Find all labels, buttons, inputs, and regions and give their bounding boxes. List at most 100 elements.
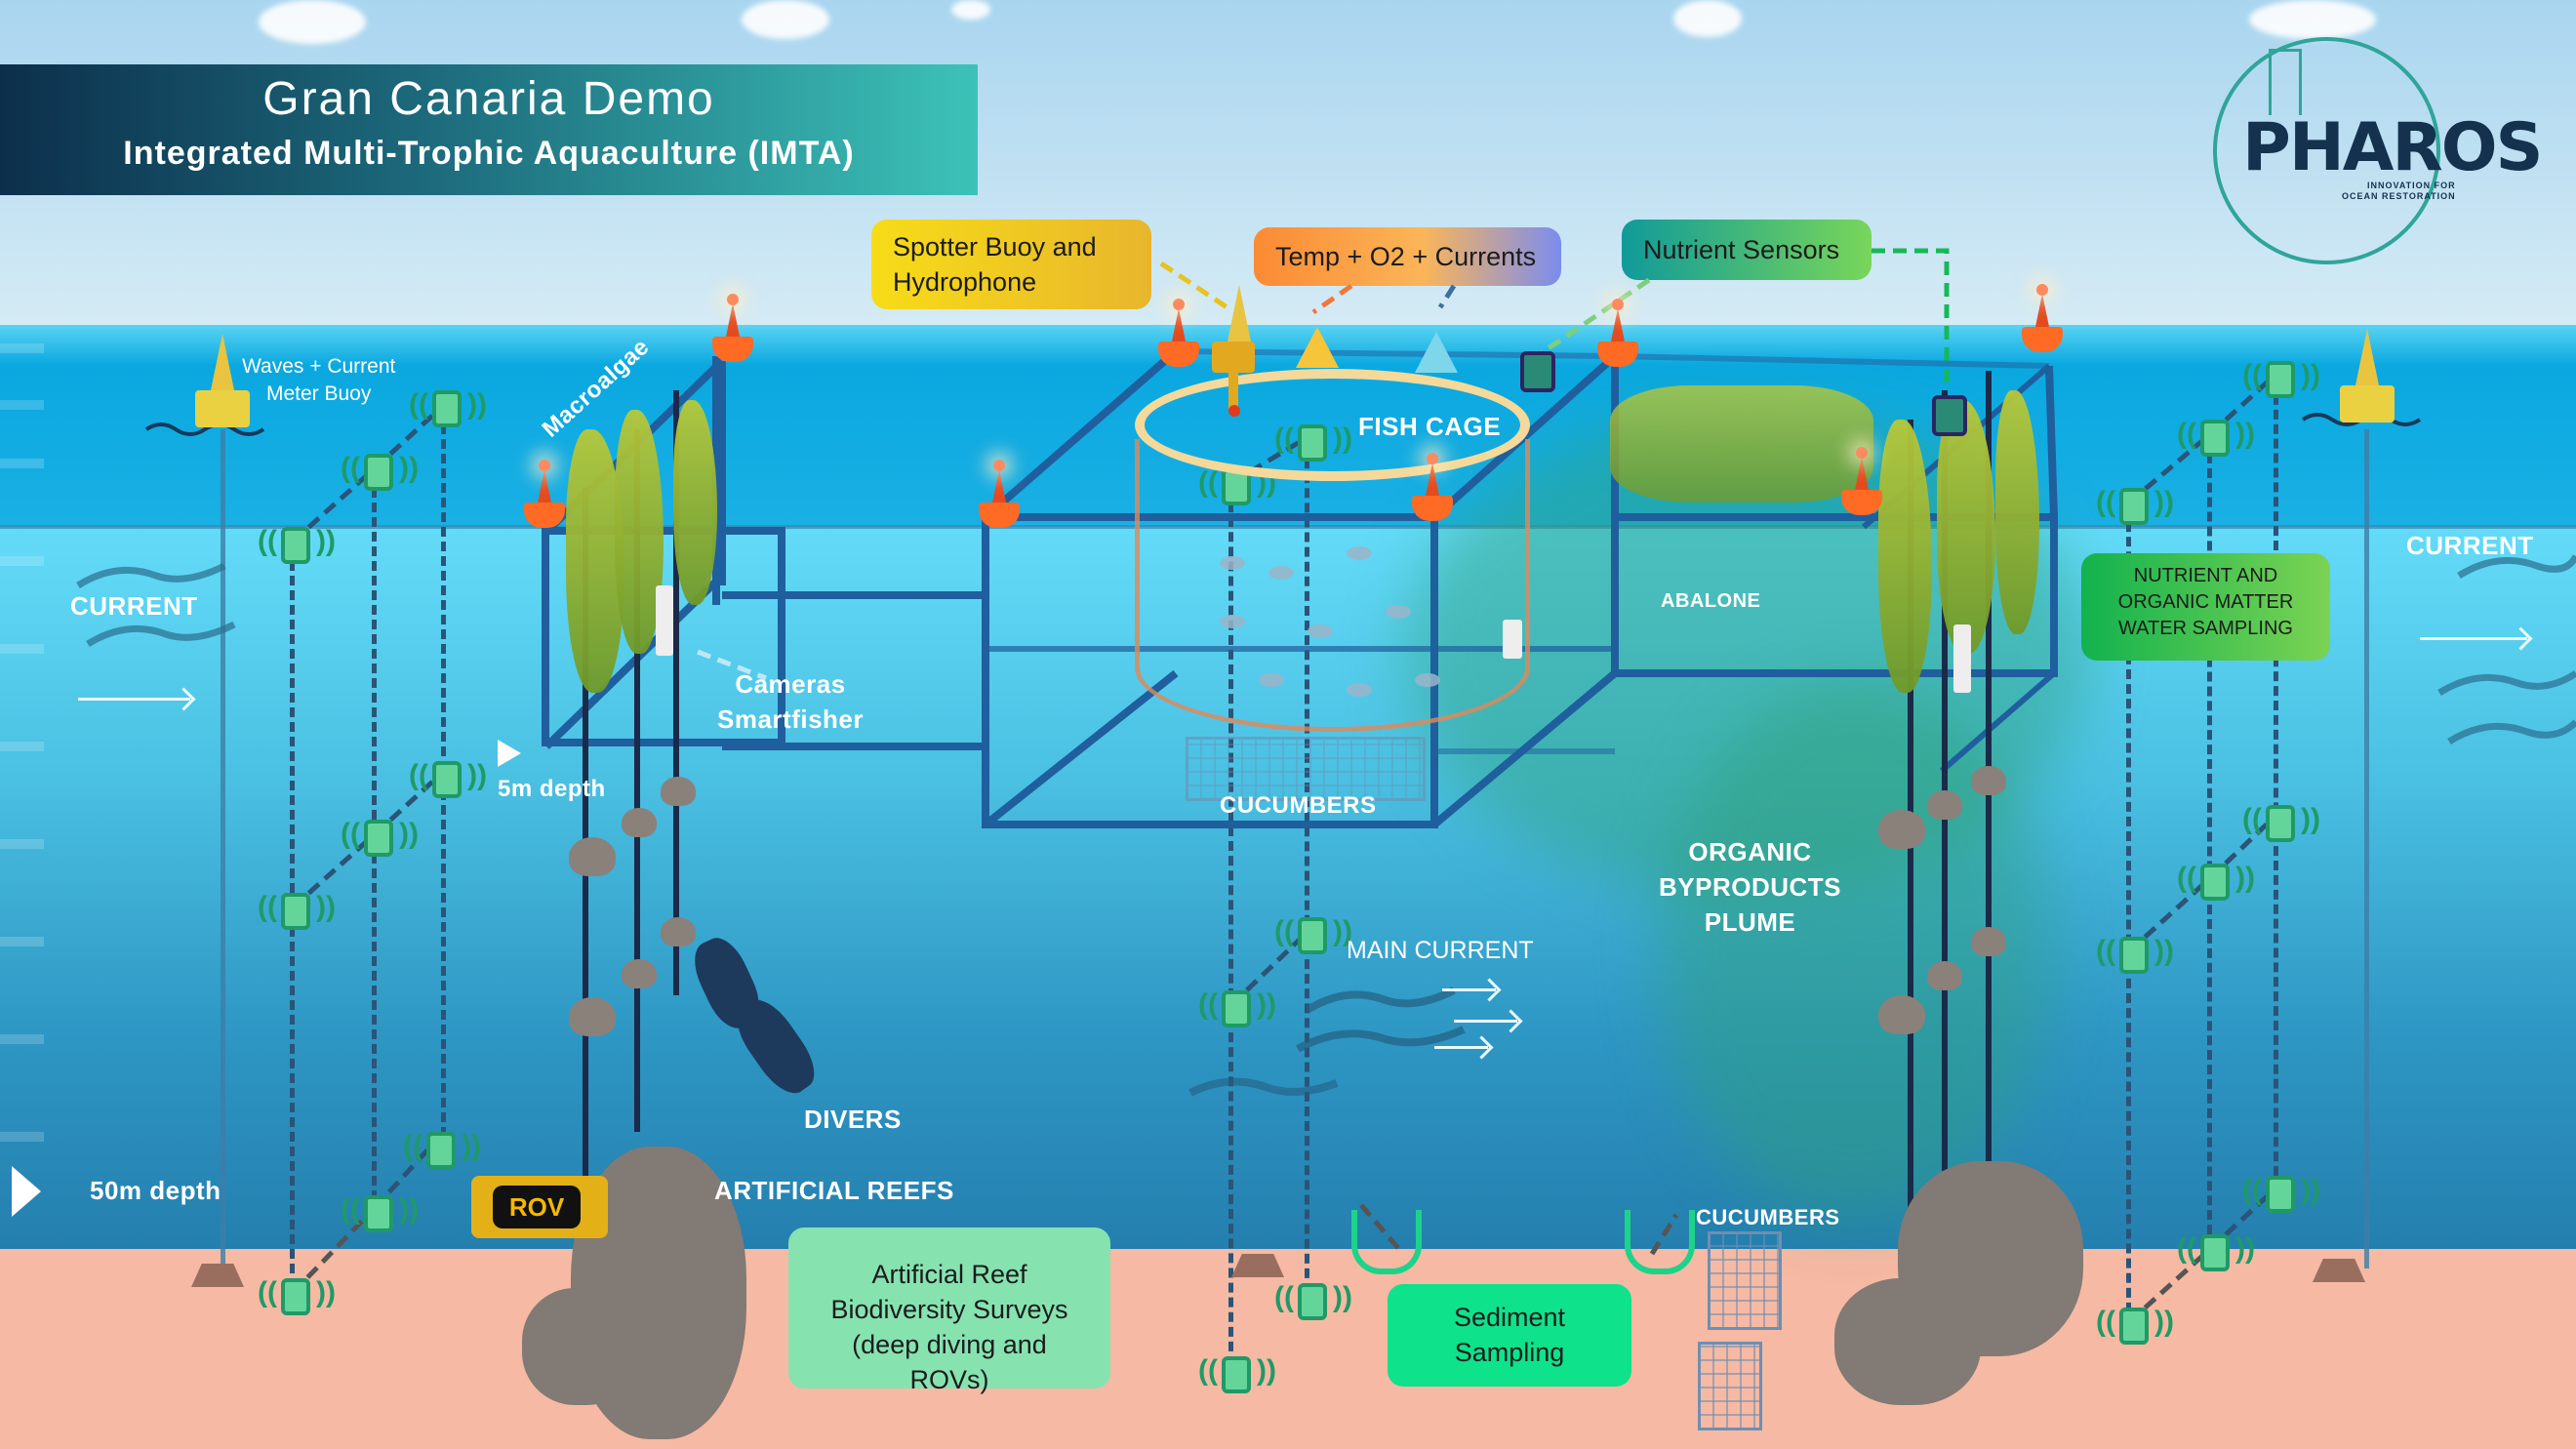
depth-tick bbox=[0, 742, 44, 751]
macroalgae-kelp bbox=[615, 410, 664, 654]
thermometer-icon bbox=[1296, 327, 1339, 368]
artificial-reef bbox=[522, 1288, 639, 1405]
chain-link bbox=[2208, 816, 2275, 880]
fish bbox=[1220, 615, 1245, 628]
hydrophone-tip bbox=[1228, 405, 1240, 417]
depth-tick bbox=[0, 1132, 44, 1142]
leader-nutrient bbox=[1535, 277, 1651, 359]
mooring-line bbox=[1228, 488, 1233, 1366]
anchor-weight-icon bbox=[2313, 1259, 2365, 1282]
current-arrow-icon bbox=[78, 698, 190, 701]
current-wave bbox=[1305, 986, 1456, 1014]
sediment-grab-icon bbox=[1625, 1210, 1695, 1274]
depth-chevron-icon bbox=[12, 1166, 41, 1217]
chain-link bbox=[291, 832, 377, 909]
reef-surveys-line3: (deep diving and ROVs) bbox=[852, 1330, 1047, 1394]
buoy-icon bbox=[1158, 299, 1199, 367]
current-wave bbox=[1296, 1026, 1466, 1053]
cloud bbox=[951, 0, 990, 20]
fish-cage-net bbox=[1135, 439, 1530, 732]
cameras-label-1: Cameras bbox=[735, 669, 846, 699]
rock-weight bbox=[622, 808, 657, 837]
current-left-label: CURRENT bbox=[70, 591, 198, 621]
logo-tagline-1: INNOVATION FOR bbox=[2367, 181, 2456, 190]
acoustic-receiver-icon bbox=[2177, 1232, 2255, 1271]
acoustic-receiver-icon bbox=[2096, 486, 2174, 525]
chain-link bbox=[291, 1206, 377, 1295]
callout-water-sampling: NUTRIENT AND ORGANIC MATTER WATER SAMPLI… bbox=[2081, 553, 2330, 661]
main-current-arrow-icon bbox=[1442, 988, 1496, 991]
rock-weight bbox=[1971, 766, 2006, 795]
frame-edge bbox=[2045, 365, 2058, 518]
depth-tick bbox=[0, 343, 44, 353]
chain-link bbox=[2127, 1247, 2212, 1324]
leader-nutrient-right bbox=[1872, 248, 1950, 390]
frame-edge bbox=[983, 669, 1179, 828]
leader-cameras bbox=[697, 649, 767, 681]
rock-weight bbox=[1971, 927, 2006, 956]
fish bbox=[1347, 546, 1372, 560]
depth-50m-label: 50m depth bbox=[90, 1176, 221, 1205]
depth-tick bbox=[0, 1034, 44, 1044]
acoustic-receiver-icon bbox=[341, 1193, 419, 1232]
chain-link bbox=[2127, 432, 2212, 504]
chain-link bbox=[1229, 930, 1309, 1007]
chain-link bbox=[373, 1140, 437, 1210]
current-wave bbox=[1188, 1077, 1339, 1097]
cloud bbox=[2249, 0, 2376, 39]
plume-label: ORGANIC BYPRODUCTS PLUME bbox=[1659, 834, 1841, 940]
depth-tick bbox=[0, 556, 44, 566]
acoustic-receiver-icon bbox=[2242, 1174, 2320, 1213]
cucumbers-bottom-label: CUCUMBERS bbox=[1696, 1205, 1840, 1229]
o2-icon bbox=[1415, 332, 1458, 373]
current-wave bbox=[2437, 670, 2576, 696]
plume-label-3: PLUME bbox=[1704, 907, 1796, 937]
frame-edge bbox=[1614, 353, 2050, 369]
main-current-arrow-icon bbox=[1454, 1020, 1517, 1023]
depth-tick bbox=[0, 459, 44, 468]
leader-sediment-2 bbox=[1649, 1213, 1679, 1256]
leader-o2 bbox=[1437, 284, 1457, 309]
mooring-line bbox=[2126, 507, 2131, 1327]
acoustic-receiver-icon bbox=[341, 818, 419, 857]
rock-weight bbox=[1878, 810, 1925, 849]
rock-weight bbox=[1927, 790, 1962, 820]
fish bbox=[1386, 605, 1411, 619]
cloud bbox=[1673, 0, 1742, 37]
nutrient-sensor-icon bbox=[1932, 395, 1967, 436]
acoustic-receiver-icon bbox=[1198, 1354, 1276, 1393]
lighthouse-icon bbox=[2269, 49, 2302, 115]
acoustic-receiver-icon bbox=[2096, 1306, 2174, 1345]
cameras-label: Cameras Smartfisher bbox=[717, 666, 864, 737]
title-banner: Gran Canaria Demo Integrated Multi-Troph… bbox=[0, 64, 978, 195]
spotter-buoy-icon bbox=[1212, 285, 1255, 373]
chain-link bbox=[2208, 1188, 2275, 1251]
fish-cage-label: FISH CAGE bbox=[1358, 412, 1502, 441]
current-wave bbox=[2457, 554, 2576, 579]
reef-surveys-line1: Artificial Reef bbox=[871, 1260, 1027, 1289]
callout-spotter-buoy: Spotter Buoy and Hydrophone bbox=[871, 220, 1151, 309]
acoustic-receiver-icon bbox=[2096, 935, 2174, 974]
rov-label: ROV bbox=[493, 1186, 581, 1228]
buoy-icon bbox=[1412, 453, 1453, 521]
water-sampling-line3: WATER SAMPLING bbox=[2118, 618, 2293, 639]
acoustic-receiver-icon bbox=[1274, 1281, 1352, 1320]
acoustic-receiver-icon bbox=[403, 1130, 481, 1169]
chain-link bbox=[291, 466, 377, 543]
rock-weight bbox=[569, 837, 616, 876]
fish bbox=[1347, 683, 1372, 697]
anchor-weight-icon bbox=[1231, 1254, 1284, 1277]
longline bbox=[634, 429, 640, 1132]
callout-nutrient-sensors: Nutrient Sensors bbox=[1622, 220, 1872, 280]
page-subtitle: Integrated Multi-Trophic Aquaculture (IM… bbox=[123, 135, 855, 172]
macroalgae-kelp bbox=[1995, 390, 2039, 634]
sediment-line1: Sediment bbox=[1453, 1303, 1566, 1332]
main-current-label: MAIN CURRENT bbox=[1347, 937, 1534, 964]
anchor-weight-icon bbox=[191, 1264, 244, 1287]
macroalgae-frame-front bbox=[542, 527, 785, 746]
callout-spotter-line1: Spotter Buoy and bbox=[893, 232, 1097, 262]
acoustic-receiver-icon bbox=[258, 1276, 336, 1315]
acoustic-receiver-icon bbox=[258, 525, 336, 564]
page-title: Gran Canaria Demo bbox=[262, 73, 715, 125]
